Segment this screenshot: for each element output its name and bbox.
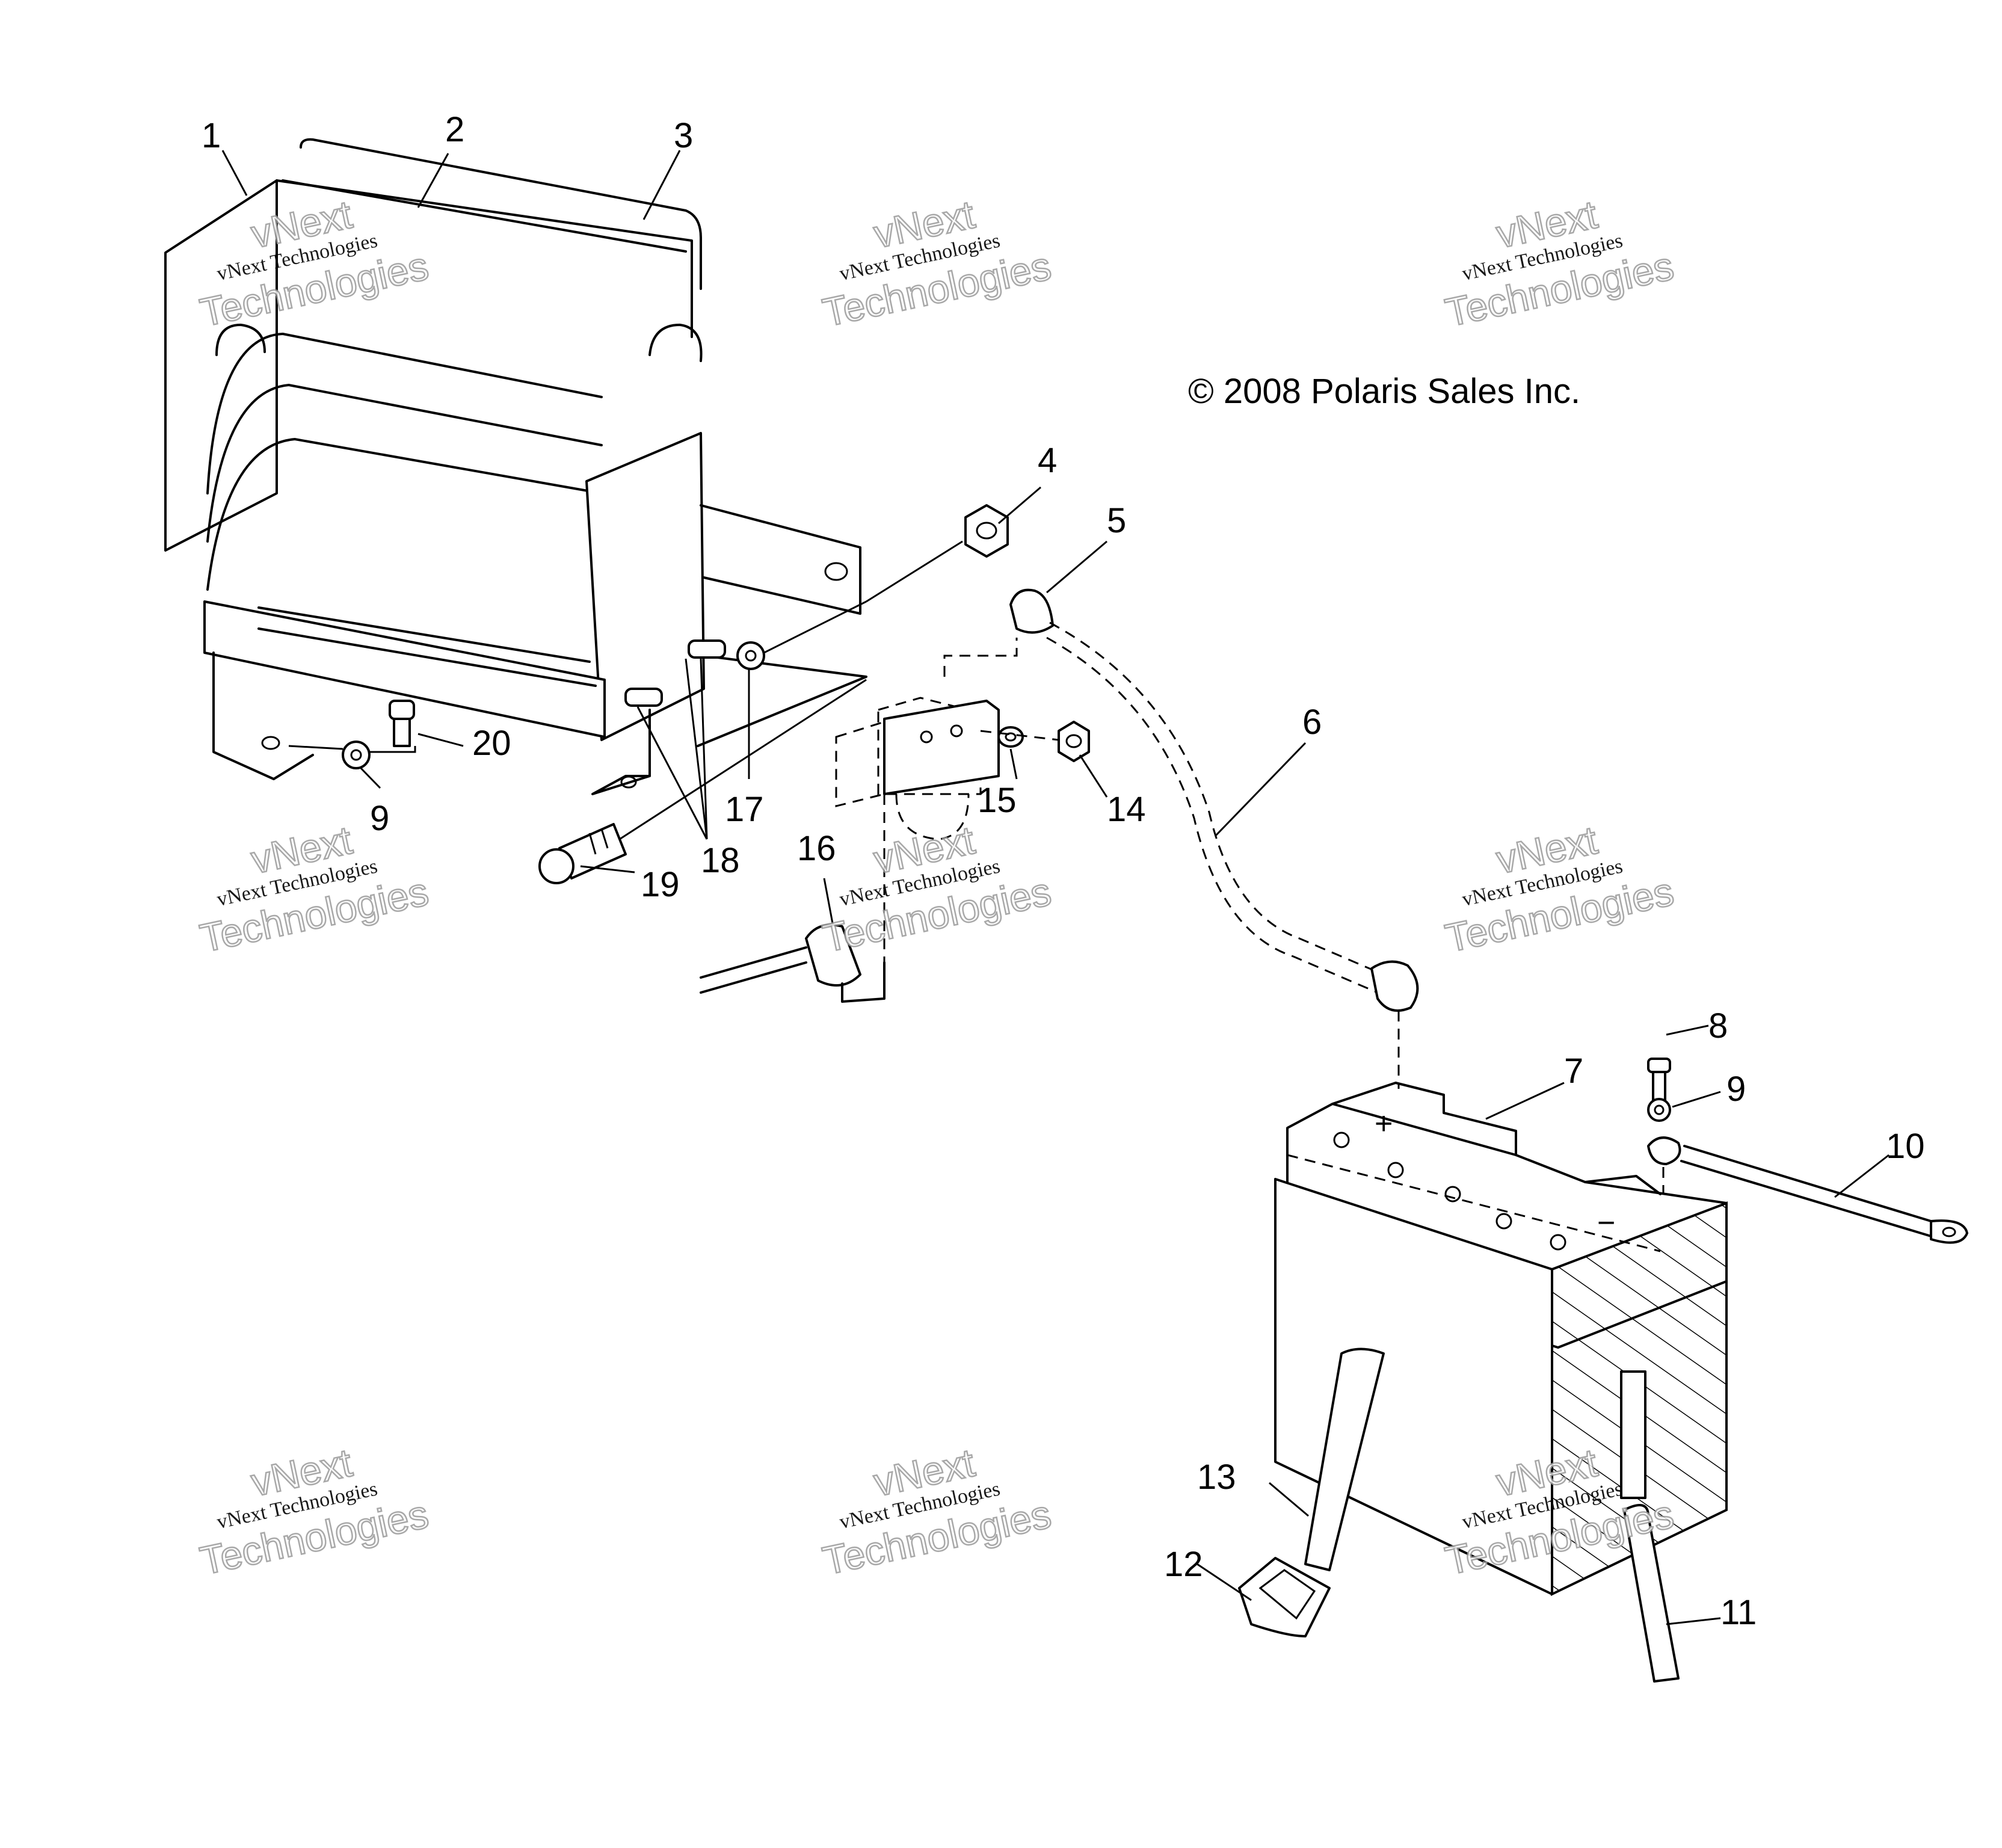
washer-15 [980,726,1059,748]
bolt-20 [370,700,416,753]
callout-17: 17 [725,790,764,829]
nut-4 [866,504,1009,603]
callout-2: 2 [445,110,464,149]
callout-8: 8 [1708,1006,1728,1046]
watermark: vNext vNext Technologies Technologies [196,817,433,961]
leader-lines [221,150,1890,1625]
callout-5: 5 [1107,501,1126,540]
callout-12: 12 [1164,1545,1203,1584]
callout-13: 13 [1197,1458,1236,1497]
callout-19: 19 [641,865,680,904]
star-washer-9-left [288,741,371,769]
callout-14: 14 [1107,790,1146,829]
bolt-19 [538,679,867,884]
callout-10: 10 [1886,1127,1925,1166]
watermark: vNext vNext Technologies Technologies [818,191,1056,336]
callout-9-right: 9 [1726,1070,1746,1109]
cables [700,588,1968,1244]
watermark: vNext vNext Technologies Technologies [1441,817,1678,961]
callout-numbers: 1 2 3 4 5 6 7 8 9 10 11 12 13 14 15 16 1… [202,110,1925,1632]
solenoid [835,638,1018,975]
watermark: vNext vNext Technologies Technologies [196,191,433,336]
copyright-notice: © 2008 Polaris Sales Inc. [1188,372,1580,411]
star-washer-17 [736,600,867,670]
nut-14 [1058,721,1090,762]
callout-20: 20 [472,724,511,763]
callout-11: 11 [1720,1593,1757,1632]
callout-18: 18 [701,841,740,880]
svg-text:−: − [1597,1206,1615,1240]
watermark: vNext vNext Technologies Technologies [196,1440,433,1584]
callout-4: 4 [1038,441,1057,480]
battery: + − [1238,1082,1728,1683]
callout-15: 15 [978,781,1017,820]
callout-3: 3 [674,116,693,155]
callout-6: 6 [1302,703,1322,742]
callout-16: 16 [797,829,836,868]
watermark: vNext vNext Technologies Technologies [1441,191,1678,336]
hardware [288,504,1090,975]
callout-7: 7 [1564,1052,1583,1091]
watermark: vNext vNext Technologies Technologies [818,817,1056,961]
svg-text:+: + [1375,1106,1393,1141]
battery-box-assembly [164,138,867,795]
watermark: vNext vNext Technologies Technologies [818,1440,1056,1584]
callout-1: 1 [202,116,221,155]
callout-9-left: 9 [370,799,389,838]
